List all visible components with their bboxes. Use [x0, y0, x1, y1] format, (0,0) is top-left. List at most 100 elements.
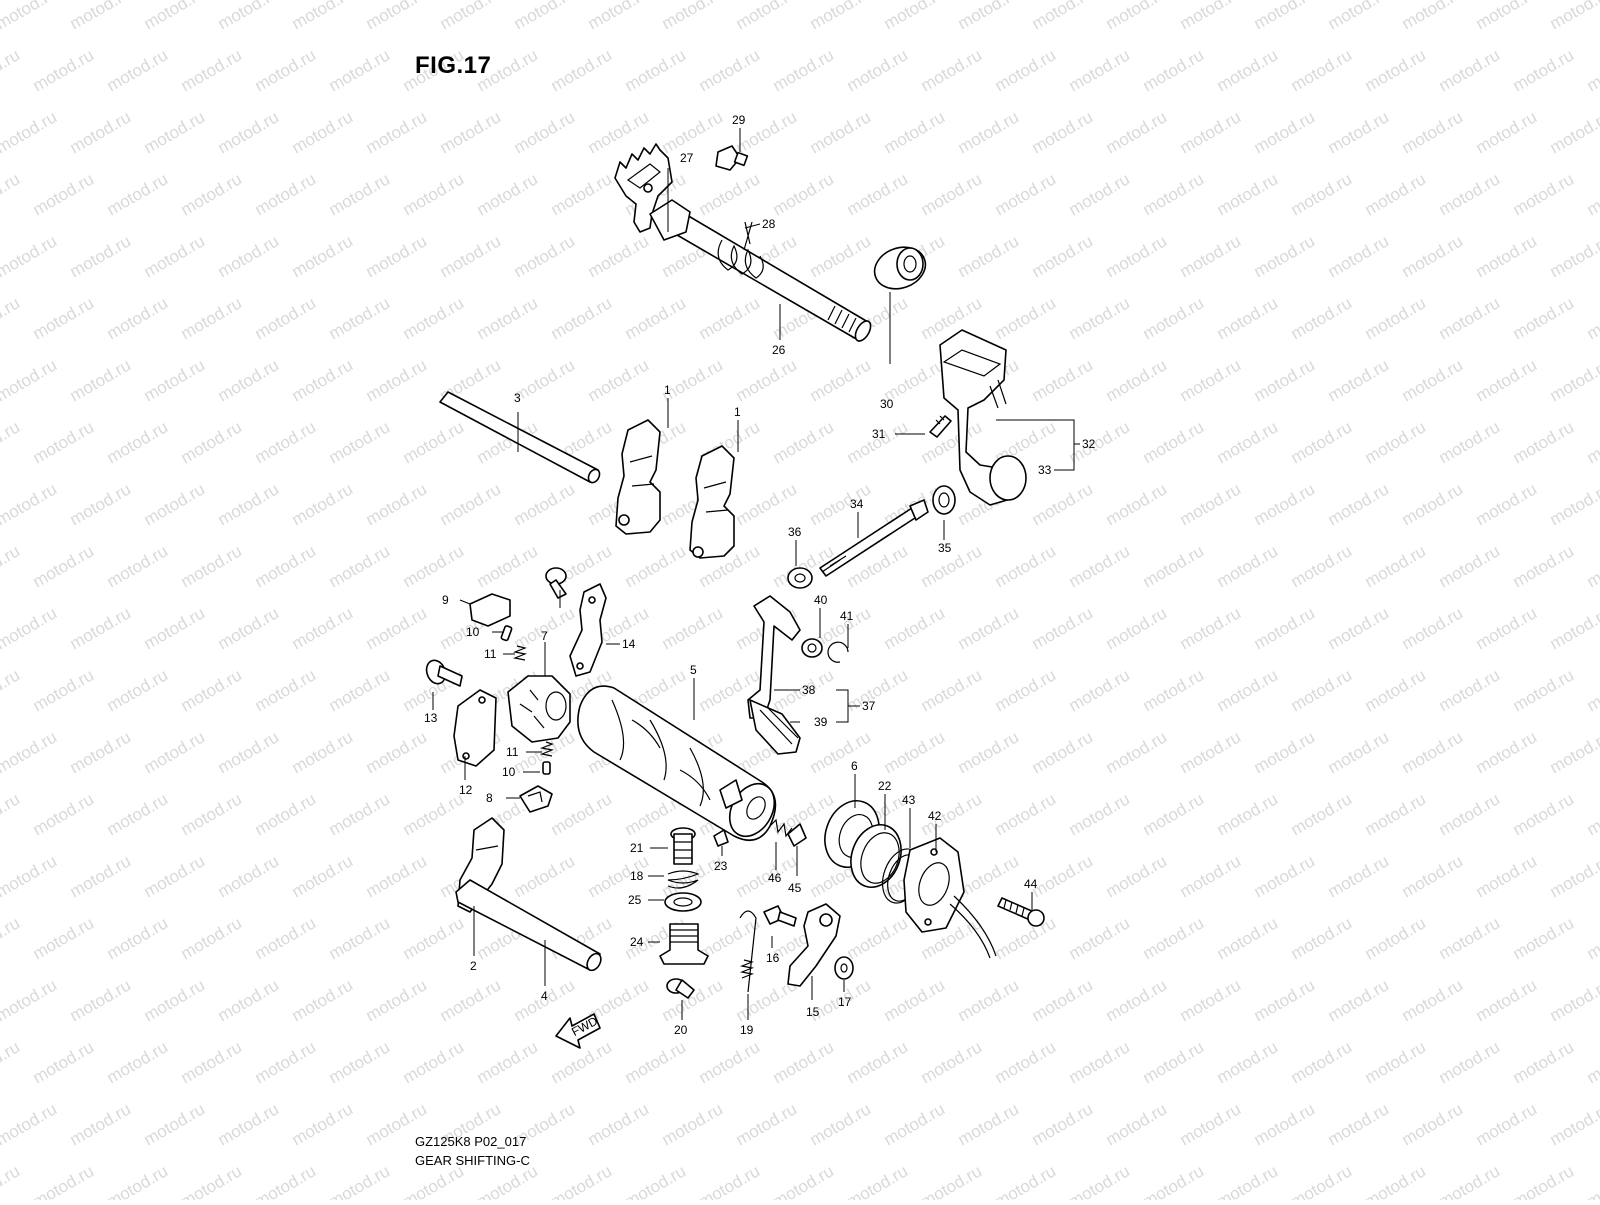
- watermark-text: motod.ru: [1288, 1161, 1356, 1200]
- watermark-text: motod.ru: [807, 727, 875, 777]
- watermark-text: motod.ru: [1029, 107, 1097, 157]
- watermark-text: motod.ru: [363, 727, 431, 777]
- watermark-text: motod.ru: [1362, 1037, 1430, 1087]
- watermark-text: motod.ru: [733, 479, 801, 529]
- watermark-text: motod.ru: [1510, 293, 1578, 343]
- watermark-text: motod.ru: [770, 1037, 838, 1087]
- watermark-text: motod.ru: [141, 603, 209, 653]
- watermark-text: motod.ru: [104, 789, 172, 839]
- watermark-text: motod.ru: [1251, 727, 1319, 777]
- watermark-text: motod.ru: [0, 541, 23, 591]
- watermark-text: motod.ru: [622, 1037, 690, 1087]
- watermark-text: motod.ru: [0, 231, 60, 281]
- watermark-text: motod.ru: [1288, 293, 1356, 343]
- watermark-text: motod.ru: [1251, 479, 1319, 529]
- watermark-text: motod.ru: [363, 0, 431, 33]
- watermark-text: motod.ru: [215, 727, 283, 777]
- watermark-text: motod.ru: [0, 789, 23, 839]
- callout-gear-position-switch: 42: [928, 809, 942, 823]
- watermark-text: motod.ru: [548, 169, 616, 219]
- watermark-text: motod.ru: [955, 0, 1023, 33]
- watermark-text: motod.ru: [1066, 665, 1134, 715]
- callout-shaft-bolt: 29: [732, 113, 746, 127]
- callout-neutral-spring: 46: [768, 871, 782, 885]
- part-gearshift-lever-top: [940, 330, 1026, 505]
- watermark-text: motod.ru: [881, 603, 949, 653]
- watermark-text: motod.ru: [1251, 107, 1319, 157]
- watermark-text: motod.ru: [1103, 1099, 1171, 1149]
- watermark-text: motod.ru: [733, 0, 801, 33]
- watermark-text: motod.ru: [548, 1161, 616, 1200]
- watermark-text: motod.ru: [1066, 1037, 1134, 1087]
- watermark-text: motod.ru: [326, 169, 394, 219]
- watermark-text: motod.ru: [1510, 913, 1578, 963]
- watermark-text: motod.ru: [141, 355, 209, 405]
- watermark-text: motod.ru: [1399, 231, 1467, 281]
- watermark-text: motod.ru: [400, 1037, 468, 1087]
- part-cam-stopper-plate: [454, 690, 496, 766]
- watermark-text: motod.ru: [1584, 541, 1600, 591]
- watermark-text: motod.ru: [1510, 1037, 1578, 1087]
- watermark-text: motod.ru: [252, 789, 320, 839]
- watermark-text: motod.ru: [992, 1037, 1060, 1087]
- watermark-text: motod.ru: [1103, 851, 1171, 901]
- model-code: GZ125K8 P02_017: [415, 1134, 526, 1149]
- watermark-text: motod.ru: [474, 169, 542, 219]
- watermark-text: motod.ru: [511, 479, 579, 529]
- watermark-text: motod.ru: [1140, 913, 1208, 963]
- watermark-text: motod.ru: [252, 541, 320, 591]
- watermark-text: motod.ru: [1362, 417, 1430, 467]
- watermark-text: motod.ru: [548, 789, 616, 839]
- watermark-text: motod.ru: [992, 293, 1060, 343]
- watermark-text: motod.ru: [30, 417, 98, 467]
- watermark-text: motod.ru: [0, 355, 60, 405]
- watermark-text: motod.ru: [1584, 913, 1600, 963]
- figure-title: FIG.17: [415, 52, 491, 80]
- callout-shift-arm-plate: 27: [680, 151, 694, 165]
- watermark-text: motod.ru: [918, 169, 986, 219]
- watermark-text: motod.ru: [215, 231, 283, 281]
- watermark-text: motod.ru: [1066, 293, 1134, 343]
- watermark-text: motod.ru: [548, 45, 616, 95]
- watermark-text: motod.ru: [104, 169, 172, 219]
- watermark-text: motod.ru: [215, 851, 283, 901]
- watermark-text: motod.ru: [363, 851, 431, 901]
- watermark-text: motod.ru: [178, 789, 246, 839]
- watermark-text: motod.ru: [178, 417, 246, 467]
- watermark-text: motod.ru: [548, 293, 616, 343]
- watermark-text: motod.ru: [1547, 1099, 1600, 1149]
- watermark-text: motod.ru: [178, 169, 246, 219]
- watermark-text: motod.ru: [807, 0, 875, 33]
- watermark-text: motod.ru: [104, 1161, 172, 1200]
- watermark-text: motod.ru: [955, 1099, 1023, 1149]
- watermark-text: motod.ru: [67, 107, 135, 157]
- watermark-text: motod.ru: [1362, 45, 1430, 95]
- watermark-text: motod.ru: [215, 603, 283, 653]
- watermark-text: motod.ru: [1288, 789, 1356, 839]
- watermark-text: motod.ru: [1325, 0, 1393, 33]
- watermark-text: motod.ru: [1140, 665, 1208, 715]
- watermark-text: motod.ru: [1547, 727, 1600, 777]
- watermark-text: motod.ru: [289, 107, 357, 157]
- callout-neutral-plunger: 45: [788, 881, 802, 895]
- watermark-text: motod.ru: [1362, 1161, 1430, 1200]
- watermark-text: motod.ru: [1584, 1161, 1600, 1200]
- watermark-text: motod.ru: [511, 851, 579, 901]
- watermark-text: motod.ru: [918, 45, 986, 95]
- watermark-text: motod.ru: [30, 541, 98, 591]
- watermark-text: motod.ru: [0, 107, 60, 157]
- part-nut: [933, 486, 955, 514]
- watermark-text: motod.ru: [1177, 107, 1245, 157]
- watermark-text: motod.ru: [437, 975, 505, 1025]
- watermark-text: motod.ru: [1103, 479, 1171, 529]
- callout-stopper-bolt: 21: [630, 841, 644, 855]
- watermark-text: motod.ru: [0, 293, 23, 343]
- watermark-text: motod.ru: [1399, 727, 1467, 777]
- watermark-text: motod.ru: [955, 107, 1023, 157]
- watermark-text: motod.ru: [1066, 169, 1134, 219]
- callout-gasket-washer: 25: [628, 893, 642, 907]
- watermark-text: motod.ru: [1214, 1161, 1282, 1200]
- part-stopper-bolt: [671, 828, 695, 864]
- watermark-text: motod.ru: [955, 975, 1023, 1025]
- watermark-text: motod.ru: [696, 293, 764, 343]
